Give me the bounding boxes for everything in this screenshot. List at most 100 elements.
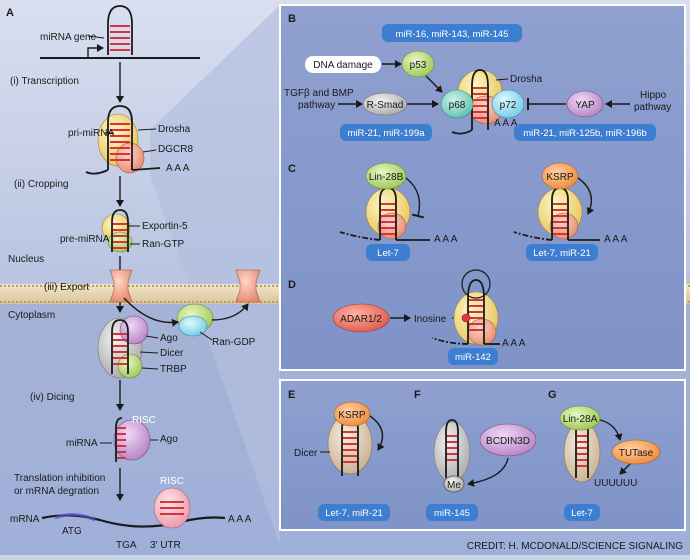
label-tutase: TUTase: [619, 448, 654, 459]
ksrp-protein-c: [541, 162, 579, 190]
pill-c1: [366, 244, 410, 261]
exportin-recycle-protein: [178, 315, 208, 337]
label-ran-gdp: Ran-GDP: [212, 337, 256, 348]
panel-label-f: F: [414, 389, 421, 401]
pill-c1-text: Let-7: [377, 248, 399, 259]
label-dicer: Dicer: [160, 348, 184, 359]
yap-protein: [566, 90, 604, 118]
label-mirna-gene: miRNA gene: [40, 32, 97, 43]
label-dicer-e: Dicer: [294, 448, 318, 459]
left-pathway: A miRNA gene (i) Transcription pri-miRNA…: [6, 5, 261, 551]
label-hippo-1: Hippo: [640, 90, 667, 101]
label-polya-d: A A A: [502, 338, 526, 349]
p53-protein: [401, 50, 435, 78]
step-cropping: (ii) Cropping: [14, 179, 68, 190]
label-ago-2: Ago: [160, 434, 178, 445]
tutase-protein: [611, 439, 661, 465]
credit-line: CREDIT: H. MCDONALD/SCIENCE SIGNALING: [467, 541, 683, 552]
inosine-dot: [461, 313, 471, 323]
pill-b-left-text: miR-21, miR-199a: [347, 128, 425, 139]
label-ran-gtp: Ran-GTP: [142, 239, 185, 250]
label-yap: YAP: [575, 100, 595, 111]
pill-b-top-text: miR-16, miR-143, miR-145: [396, 29, 509, 40]
pill-c2-text: Let-7, miR-21: [533, 248, 591, 259]
promoter-arrow: [87, 44, 104, 58]
lin-28a-protein: [559, 405, 601, 431]
label-dgcr8: DGCR8: [158, 144, 193, 155]
pill-b-left: [340, 124, 432, 141]
label-cytoplasm: Cytoplasm: [8, 310, 55, 321]
label-tgf-2: pathway: [298, 100, 335, 111]
label-risc-2: RISC: [160, 476, 184, 487]
label-polya-b: A A A: [494, 118, 518, 129]
label-pri-mirna: pri-miRNA: [68, 128, 114, 139]
dna-damage-box: [305, 56, 381, 73]
lin-28b-protein: [365, 162, 407, 190]
panel-b: B miR-16, miR-143, miR-145 DNA damage p5…: [284, 13, 671, 141]
panel-label-g: G: [548, 389, 557, 401]
label-nucleus: Nucleus: [8, 254, 44, 265]
pill-e: [318, 504, 390, 521]
nuclear-pore-left: [109, 269, 133, 303]
label-drosha: Drosha: [158, 124, 191, 135]
panel-label-e: E: [288, 389, 295, 401]
panel-label-b: B: [288, 13, 296, 25]
pill-b-top: [382, 24, 522, 42]
label-adar: ADAR1/2: [340, 314, 382, 325]
bcdin3d-protein: [479, 423, 537, 457]
label-tga: TGA: [116, 540, 137, 551]
label-r-smad: R-Smad: [367, 100, 404, 111]
label-lin-28a: Lin-28A: [563, 414, 598, 425]
pill-c2: [526, 244, 598, 261]
label-3utr: 3′ UTR: [150, 540, 181, 551]
label-ago: Ago: [160, 333, 178, 344]
label-pre-mirna: pre-miRNA: [60, 234, 110, 245]
pill-f-text: miR-145: [434, 508, 470, 519]
panel-label-c: C: [288, 163, 296, 175]
label-uuuuuu: UUUUUU: [594, 478, 637, 489]
gene-hairpin: [107, 5, 133, 55]
label-risc: RISC: [132, 415, 156, 426]
p68-protein: [440, 89, 474, 119]
step-translation-2: or mRNA degration: [14, 486, 99, 497]
label-polya-c1: A A A: [434, 234, 458, 245]
step-dicing: (iv) Dicing: [30, 392, 74, 403]
label-p72: p72: [500, 100, 517, 111]
pill-b-right-text: miR-21, miR-125b, miR-196b: [523, 128, 647, 139]
label-tgf-1: TGFβ and BMP: [284, 88, 354, 99]
step-export: (iii) Export: [44, 282, 89, 293]
label-p68: p68: [449, 100, 466, 111]
label-ksrp-c: KSRP: [546, 172, 574, 183]
label-drosha-b: Drosha: [510, 74, 543, 85]
label-lin-28b: Lin-28B: [369, 172, 404, 183]
panel-e: E KSRP Dicer Let-7, miR-21: [288, 389, 390, 521]
zoom-wedge: [150, 5, 280, 545]
p72-protein: [491, 89, 525, 119]
label-me: Me: [447, 480, 461, 491]
label-trbp: TRBP: [160, 364, 187, 375]
label-ksrp-e: KSRP: [338, 410, 366, 421]
methyl-cap: [443, 475, 465, 493]
pill-g: [564, 504, 600, 521]
rna-body-g: [563, 421, 601, 483]
pill-b-right: [514, 124, 656, 141]
pill-e-text: Let-7, miR-21: [325, 508, 383, 519]
label-bcdin3d: BCDIN3D: [486, 436, 530, 447]
label-exportin-5: Exportin-5: [142, 221, 188, 232]
label-p53: p53: [410, 60, 427, 71]
label-mirna: miRNA: [66, 438, 98, 449]
panel-f: F Me BCDIN3D miR-145: [414, 389, 537, 521]
panel-g: G Lin-28A TUTase UUUUUU Let-7: [548, 389, 661, 521]
label-polya-1: A A A: [166, 163, 190, 174]
pill-d-text: miR-142: [455, 352, 491, 363]
pill-g-text: Let-7: [571, 508, 593, 519]
trbp-protein: [117, 353, 143, 379]
label-polya-2: A A A: [228, 514, 252, 525]
step-translation-1: Translation inhibition: [14, 473, 105, 484]
pill-f: [426, 504, 478, 521]
label-dna-damage: DNA damage: [313, 60, 373, 71]
label-hippo-2: pathway: [634, 102, 671, 113]
label-atg: ATG: [62, 526, 82, 537]
